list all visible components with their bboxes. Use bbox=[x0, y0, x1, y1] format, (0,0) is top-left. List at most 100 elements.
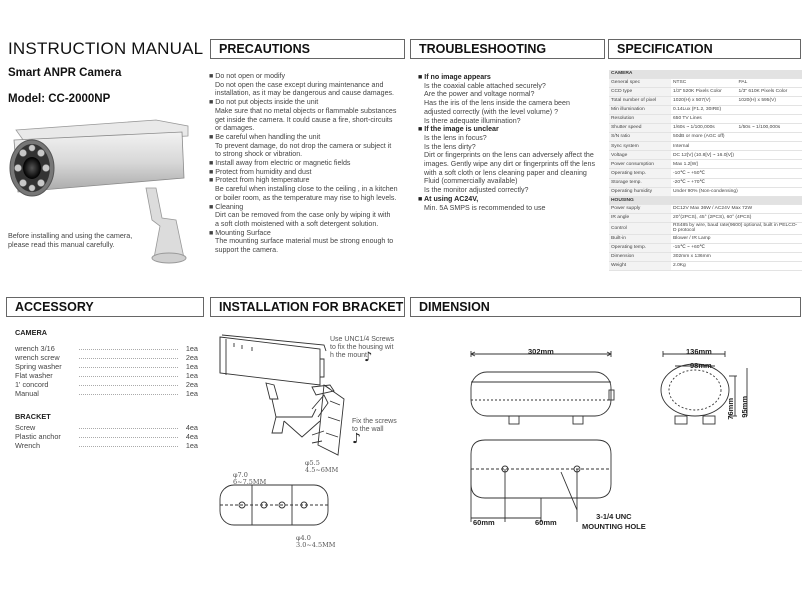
precautions-item-title: ■ Cleaning bbox=[209, 202, 244, 211]
dim-left-offset: 60mm bbox=[473, 518, 495, 527]
leader-dots bbox=[79, 367, 178, 368]
bracket-dims-right: φ5.5 4.5~6MM bbox=[305, 459, 339, 474]
accessory-item-name: Wrench bbox=[15, 441, 41, 450]
spec-value: 1/50s ~ 1/100,000s bbox=[736, 123, 802, 134]
leader-dots bbox=[79, 349, 178, 350]
specification-header: SPECIFICATION bbox=[608, 39, 801, 59]
leader-dots bbox=[79, 376, 178, 377]
dimension-header: DIMENSION bbox=[410, 297, 801, 317]
spec-key: Resolution bbox=[609, 114, 671, 124]
troubleshooting-item-text: adjusted correctly (with the level volum… bbox=[424, 107, 559, 116]
troubleshooting-item-title: ■ At using AC24V, bbox=[418, 194, 479, 203]
precautions-item-title: ■ Install away from electric or magnetic… bbox=[209, 159, 351, 168]
spec-value: -10℃ ~ +50℃ bbox=[671, 168, 802, 179]
troubleshooting-item-title: ■ If no image appears bbox=[418, 73, 491, 81]
accessory-group-label: CAMERA bbox=[15, 328, 48, 337]
model-name: Model: CC-2000NP bbox=[8, 93, 111, 105]
spec-key: IR angle bbox=[609, 213, 671, 223]
spec-value: NTSC bbox=[671, 78, 737, 88]
spec-value: -20℃ ~ +70℃ bbox=[671, 178, 802, 188]
precautions-item-title: ■ Be careful when handling the unit bbox=[209, 132, 321, 141]
accessory-group-label: BRACKET bbox=[15, 412, 51, 421]
troubleshooting-item-text: Min. 5A SMPS is recommended to use bbox=[424, 203, 546, 212]
precautions-item-title: ■ Do not put objects inside the unit bbox=[209, 98, 319, 107]
spec-key: Operating temp. bbox=[609, 243, 671, 253]
spec-value: RS485 by wire, baud rate(9600) optional,… bbox=[671, 222, 802, 235]
precautions-item-text: Make sure that no metal objects or flamm… bbox=[215, 106, 397, 115]
spec-section-label: CAMERA bbox=[609, 70, 802, 79]
spec-section-row: CAMERA bbox=[609, 70, 802, 79]
intro-note: Before installing and using the camera, … bbox=[8, 231, 133, 249]
precautions-item-text: or boiler room, as the temperature may r… bbox=[215, 193, 397, 202]
accessory-item-name: wrench screw bbox=[15, 353, 60, 362]
dimension-drawing bbox=[470, 351, 748, 522]
spec-key: Operating temp. bbox=[609, 168, 671, 179]
accessory-item: Screw 4ea bbox=[15, 423, 198, 432]
precautions-item-title: ■ Protect from high temperature bbox=[209, 176, 310, 185]
spec-value: Blower / IR Lamp bbox=[671, 234, 802, 244]
precautions-item-title: ■ Do not open or modify bbox=[209, 72, 286, 80]
precautions-item-text: to strong shock or vibration. bbox=[215, 150, 303, 159]
spec-value: DC 12[V] (10.8[V] ~ 16.0[V]) bbox=[671, 150, 802, 161]
spec-key: Operating humidity bbox=[609, 187, 671, 197]
bracket-dims-bottom: φ4.0 3.0~4.5MM bbox=[296, 534, 336, 549]
troubleshooting-item-text: Has the iris of the lens inside the came… bbox=[424, 99, 570, 108]
spec-value: 1/60s ~ 1/100,000s bbox=[671, 123, 737, 134]
installation-drawing: ♪ ♪ bbox=[219, 334, 372, 526]
spec-key: Min illumination bbox=[609, 105, 671, 115]
precautions-item-text: The mounting surface material must be st… bbox=[215, 237, 394, 246]
spec-value: 50dB or more (AGC off) bbox=[671, 132, 802, 143]
accessory-item-name: Screw bbox=[15, 423, 36, 432]
install-note-screws: Use UNC1/4 Screws to fix the housing wit… bbox=[330, 336, 395, 359]
spec-key: Built-in bbox=[609, 234, 671, 244]
accessory-item-qty: 4ea bbox=[185, 423, 198, 432]
mounting-hole-label: 3-1/4 UNC MOUNTING HOLE bbox=[582, 512, 646, 531]
accessory-item-qty: 1ea bbox=[185, 389, 198, 398]
troubleshooting-item-text: Dirt or fingerprints on the lens can adv… bbox=[424, 151, 594, 160]
accessory-item-name: Plastic anchor bbox=[15, 432, 61, 441]
troubleshooting-item-text: Fluid (commercially available) bbox=[424, 177, 518, 186]
spec-key: Control bbox=[609, 222, 671, 235]
spec-key: Storage temp. bbox=[609, 178, 671, 188]
accessory-item-name: Spring washer bbox=[15, 362, 62, 371]
spec-value: 302mm x 136mm bbox=[671, 252, 802, 263]
precautions-item-text: installation, as it may be dangerous and… bbox=[215, 89, 395, 98]
leader-dots bbox=[79, 428, 178, 429]
spec-value: Max 1.2[W] bbox=[671, 159, 802, 170]
spec-key: Voltage bbox=[609, 150, 671, 161]
accessory-item-qty: 1ea bbox=[185, 371, 198, 380]
precautions-item-title: ■ Mounting Surface bbox=[209, 228, 271, 237]
page-title: INSTRUCTION MANUAL bbox=[8, 39, 204, 58]
accessory-item-qty: 2ea bbox=[185, 380, 198, 389]
precautions-item-text: or damages. bbox=[215, 124, 255, 133]
accessory-item-qty: 1ea bbox=[185, 344, 198, 353]
leader-dots bbox=[79, 358, 178, 359]
leader-dots bbox=[79, 385, 178, 386]
troubleshooting-header: TROUBLESHOOTING bbox=[410, 39, 605, 59]
product-name: Smart ANPR Camera bbox=[8, 67, 122, 79]
precautions-item-text: get inside the camera. It could cause a … bbox=[215, 115, 393, 124]
installation-header: INSTALLATION FOR BRACKET bbox=[210, 297, 405, 317]
spec-value: 1020(H) x 595(V) bbox=[736, 96, 802, 106]
spec-value: PAL bbox=[736, 78, 802, 88]
spec-key: General spec bbox=[609, 78, 671, 88]
leader-dots bbox=[79, 446, 178, 447]
dim-width: 136mm bbox=[686, 347, 712, 356]
spec-key: Total number of pixel bbox=[609, 96, 671, 106]
